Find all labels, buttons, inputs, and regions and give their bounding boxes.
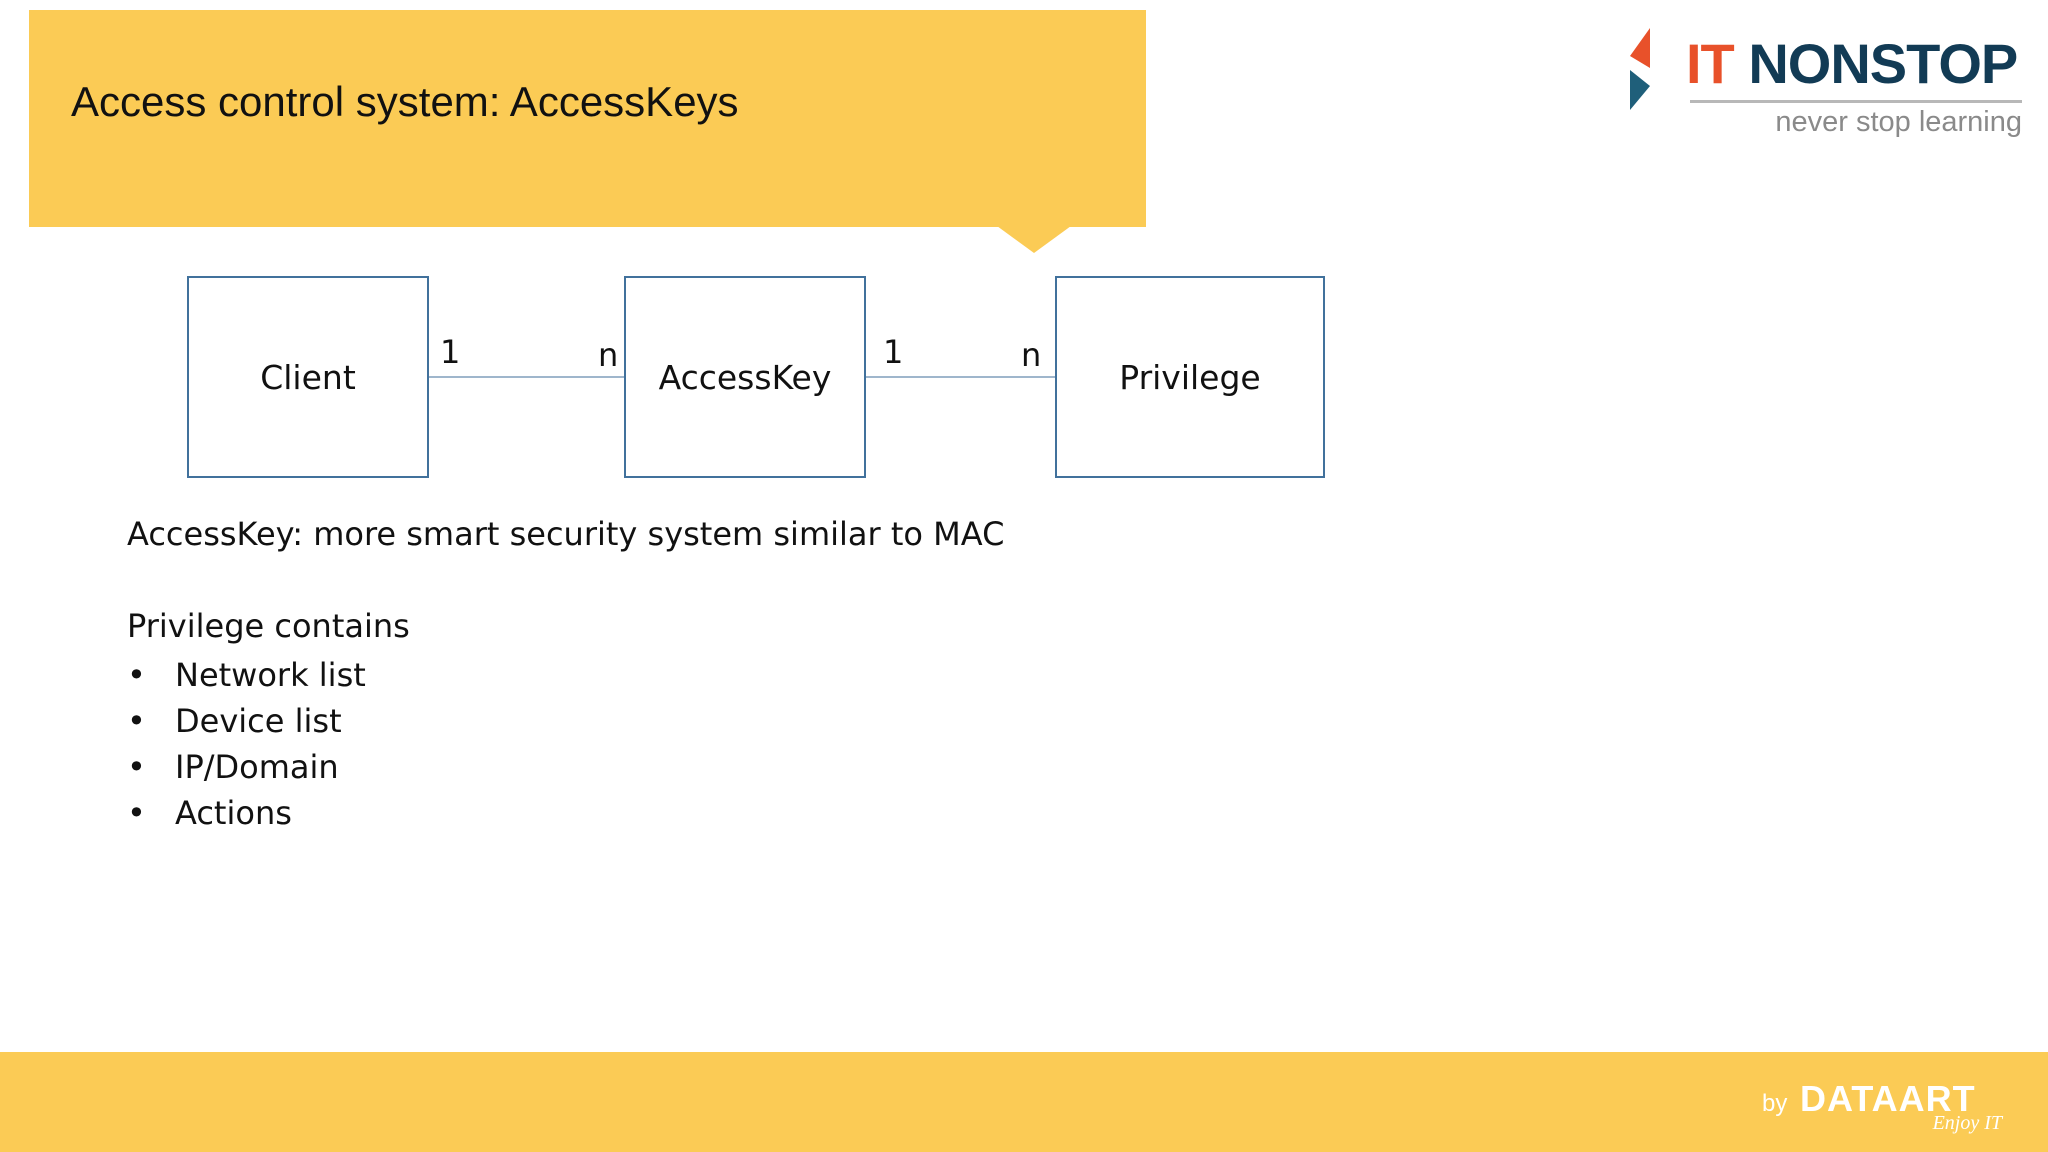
accesskey-note: AccessKey: more smart security system si… <box>127 515 1005 553</box>
logo-wordmark: IT NONSTOP <box>1686 36 2018 92</box>
logo-chevron-icon <box>1630 28 1650 110</box>
logo-it-text: IT <box>1686 32 1735 95</box>
entity-client: Client <box>187 276 429 478</box>
footer-brand-text: DATAART <box>1800 1078 1976 1119</box>
entity-privilege: Privilege <box>1055 276 1325 478</box>
entity-accesskey-label: AccessKey <box>658 357 832 397</box>
cardinality-accesskey-privilege-side: 1 <box>883 333 904 371</box>
cardinality-privilege-side: n <box>1021 336 1042 374</box>
title-banner-notch <box>997 226 1071 253</box>
logo-divider <box>1690 100 2022 103</box>
cardinality-client-side: 1 <box>440 333 461 371</box>
entity-client-label: Client <box>260 357 356 397</box>
footer-band <box>0 1052 2048 1152</box>
title-banner <box>29 10 1146 227</box>
bullet-icon: • <box>127 656 146 694</box>
dataart-logo: by DATAART Enjoy IT <box>1762 1078 2022 1138</box>
list-item-label: Network list <box>175 656 366 694</box>
relation-line-accesskey-privilege <box>866 376 1055 378</box>
bullet-icon: • <box>127 702 146 740</box>
list-item-label: Actions <box>175 794 292 832</box>
footer-by-text: by <box>1762 1090 1788 1117</box>
entity-privilege-label: Privilege <box>1119 357 1261 397</box>
bullet-icon: • <box>127 794 146 832</box>
cardinality-accesskey-side: n <box>598 336 619 374</box>
list-item-label: IP/Domain <box>175 748 339 786</box>
list-item-label: Device list <box>175 702 342 740</box>
logo-tagline: never stop learning <box>1775 106 2022 138</box>
privilege-list-intro: Privilege contains <box>127 607 410 645</box>
bullet-icon: • <box>127 748 146 786</box>
footer-slogan: Enjoy IT <box>1932 1112 2002 1134</box>
logo-nonstop-text: NONSTOP <box>1748 32 2018 95</box>
it-nonstop-logo: IT NONSTOP never stop learning <box>1628 26 2028 146</box>
entity-accesskey: AccessKey <box>624 276 866 478</box>
slide-title: Access control system: AccessKeys <box>71 78 739 125</box>
relation-line-client-accesskey <box>429 376 624 378</box>
